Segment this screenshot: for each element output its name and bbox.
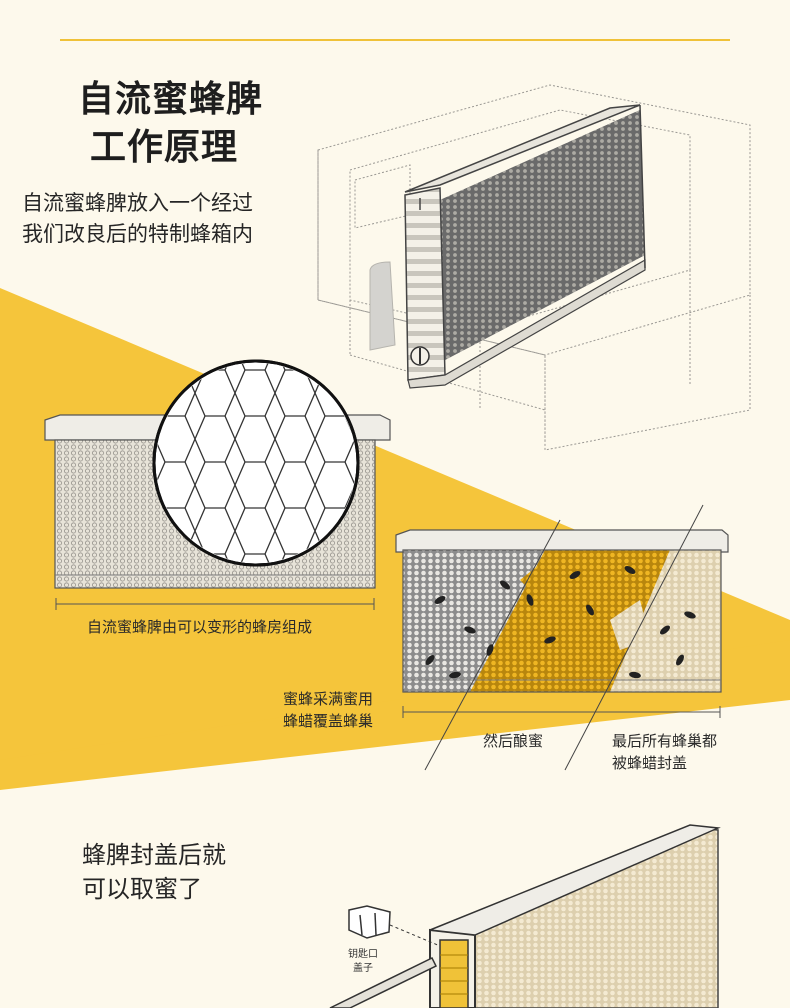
step3-caption-line-1: 最后所有蜂巢都 (612, 732, 718, 750)
frame-caption: 自流蜜蜂脾由可以变形的蜂房组成 (87, 618, 313, 636)
key-cap-label-line-1: 钥匙口 (348, 949, 378, 960)
harvest-line-2: 可以取蜜了 (82, 875, 202, 903)
intro-line-2: 我们改良后的特制蜂箱内 (22, 222, 253, 246)
hive-entrance (369, 261, 396, 351)
title-line-2: 工作原理 (90, 127, 239, 168)
magnifier-hexagon-closeup (152, 359, 360, 567)
step1-caption-line-1: 蜜蜂采满蜜用 (283, 690, 374, 708)
intro-line-1: 自流蜜蜂脾放入一个经过 (22, 191, 253, 215)
hive-frame-illustration (404, 104, 646, 389)
frame-honey-stages-illustration (395, 504, 729, 771)
step3-caption-line-2: 被蜂蜡封盖 (612, 754, 688, 772)
title-line-1: 自流蜜蜂脾 (78, 79, 264, 120)
step2-caption: 然后酿蜜 (483, 732, 544, 750)
step1-caption-line-2: 蜂蜡覆盖蜂巢 (283, 712, 374, 730)
harvest-line-1: 蜂脾封盖后就 (82, 841, 226, 869)
harvest-frame-illustration (329, 824, 721, 1008)
key-cap-label-line-2: 盖子 (353, 963, 373, 974)
